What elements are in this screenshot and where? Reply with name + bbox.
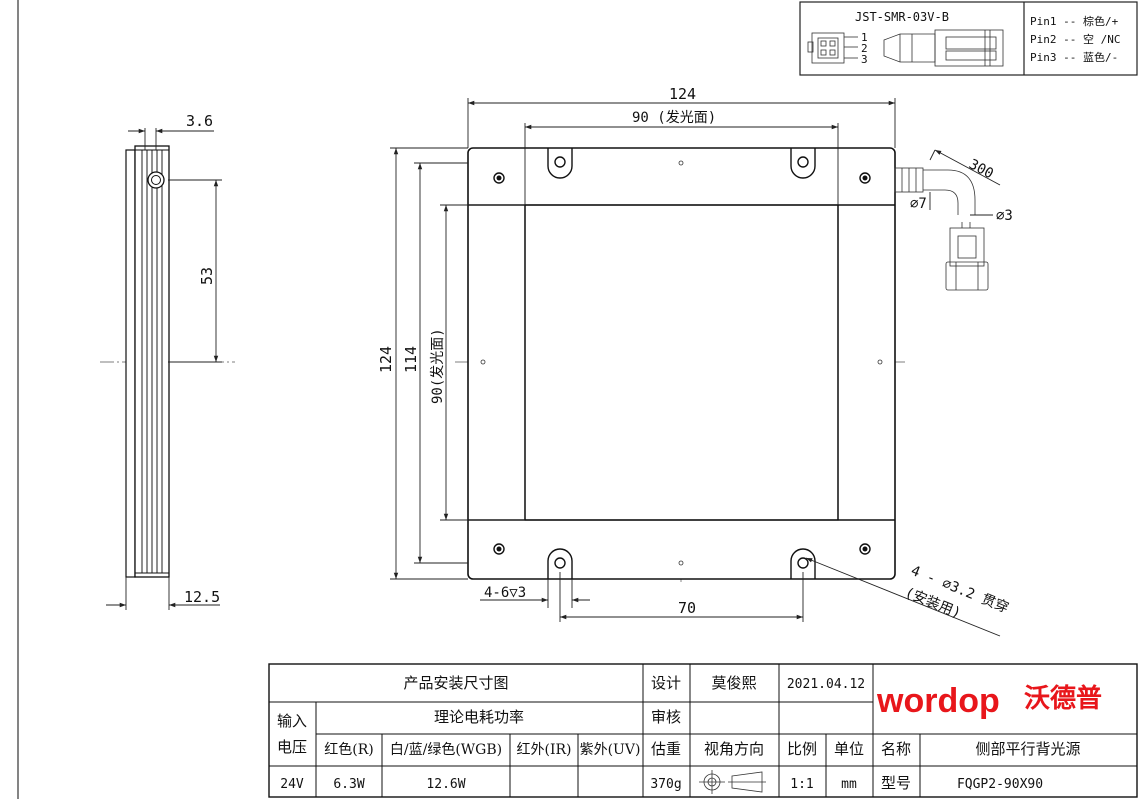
connector-icon — [807, 32, 858, 64]
pin-2-label: Pin2 -- 空 /NC — [1030, 32, 1120, 46]
dim-overall-height: 124 — [377, 346, 395, 373]
projection-symbol-icon — [699, 770, 766, 794]
mount-slot-tl — [547, 148, 573, 179]
dim-inner-height: 114 — [402, 346, 420, 373]
mount-slot-br — [790, 548, 816, 579]
pin-number-1: 1 — [861, 31, 868, 44]
brand-chinese: 沃德普 — [1024, 683, 1102, 714]
design-label: 设计 — [651, 674, 681, 692]
corner-hole-tr — [859, 172, 871, 184]
pin-number-2: 2 — [861, 42, 868, 55]
corner-hole-br — [859, 543, 871, 555]
unit-label: 单位 — [834, 740, 864, 758]
brand-logo: wordop 沃德普 — [876, 682, 1102, 720]
connector-pinout-box: JST-SMR-03V-B 1 2 3 Pin1 -- 棕色/+ — [799, 1, 1138, 76]
corner-hole-tl — [493, 172, 505, 184]
connector-model: JST-SMR-03V-B — [855, 10, 949, 24]
color-uv-label: 紫外(UV) — [580, 742, 641, 758]
brand-wordmark: wordop — [876, 682, 1000, 720]
mount-slot-bl — [547, 548, 573, 579]
color-red-label: 红色(R) — [324, 741, 373, 758]
cable-assembly — [894, 167, 989, 291]
product-name: 侧部平行背光源 — [975, 740, 1080, 758]
power-red-value: 6.3W — [333, 777, 364, 792]
dim-thickness-top: 3.6 — [186, 112, 213, 130]
scale-value: 1:1 — [790, 777, 813, 792]
model-label: 型号 — [881, 774, 911, 792]
pin-1-label: Pin1 -- 棕色/+ — [1030, 14, 1119, 28]
dim-cable-outer-diameter: ∅7 — [910, 196, 927, 212]
dim-hole-spacing: 70 — [678, 599, 696, 617]
dim-emitting-width: 90 (发光面) — [632, 110, 716, 126]
drawing-date: 2021.04.12 — [787, 677, 865, 692]
model-value: FQGP2-90X90 — [957, 777, 1043, 792]
color-ir-label: 红外(IR) — [517, 742, 572, 758]
weight-value: 370g — [650, 777, 681, 792]
dim-wire-diameter: ∅3 — [996, 208, 1013, 224]
review-label: 审核 — [651, 708, 681, 726]
drawing-name: 产品安装尺寸图 — [403, 674, 508, 692]
pin-number-3: 3 — [861, 53, 868, 66]
scale-label: 比例 — [787, 740, 817, 758]
side-view: 3.6 53 12.5 — [100, 112, 235, 610]
title-block: 产品安装尺寸图 设计 莫俊熙 2021.04.12 输入 电压 理论电耗功率 审… — [268, 663, 1138, 798]
unit-value: mm — [841, 777, 857, 792]
power-wgb-value: 12.6W — [426, 777, 465, 792]
input-voltage-label-2: 电压 — [277, 738, 307, 756]
dim-cable-length: 300 — [966, 156, 996, 182]
dim-overall-width: 124 — [669, 85, 696, 103]
mount-slot-tr — [790, 148, 816, 179]
input-voltage-label-1: 输入 — [277, 712, 307, 730]
connector-housing-icon — [883, 29, 1004, 67]
dim-thickness-bottom: 12.5 — [184, 588, 220, 606]
input-voltage-value: 24V — [280, 777, 304, 792]
designer-name: 莫俊熙 — [711, 674, 756, 692]
corner-hole-bl — [493, 543, 505, 555]
front-view: 300 ∅7 ∅3 124 90 (发光面) 124 114 90(发光面) — [377, 85, 1013, 637]
dim-slot: 4-6▽3 — [484, 585, 526, 601]
power-label: 理论电耗功率 — [434, 708, 524, 726]
dim-emitting-height: 90(发光面) — [430, 328, 446, 404]
view-direction-label: 视角方向 — [704, 740, 764, 758]
color-wgb-label: 白/蓝/绿色(WGB) — [390, 741, 502, 758]
dim-height: 53 — [198, 267, 216, 285]
pin-3-label: Pin3 -- 蓝色/- — [1030, 50, 1118, 64]
name-label: 名称 — [881, 740, 911, 758]
weight-label: 估重 — [651, 740, 681, 758]
